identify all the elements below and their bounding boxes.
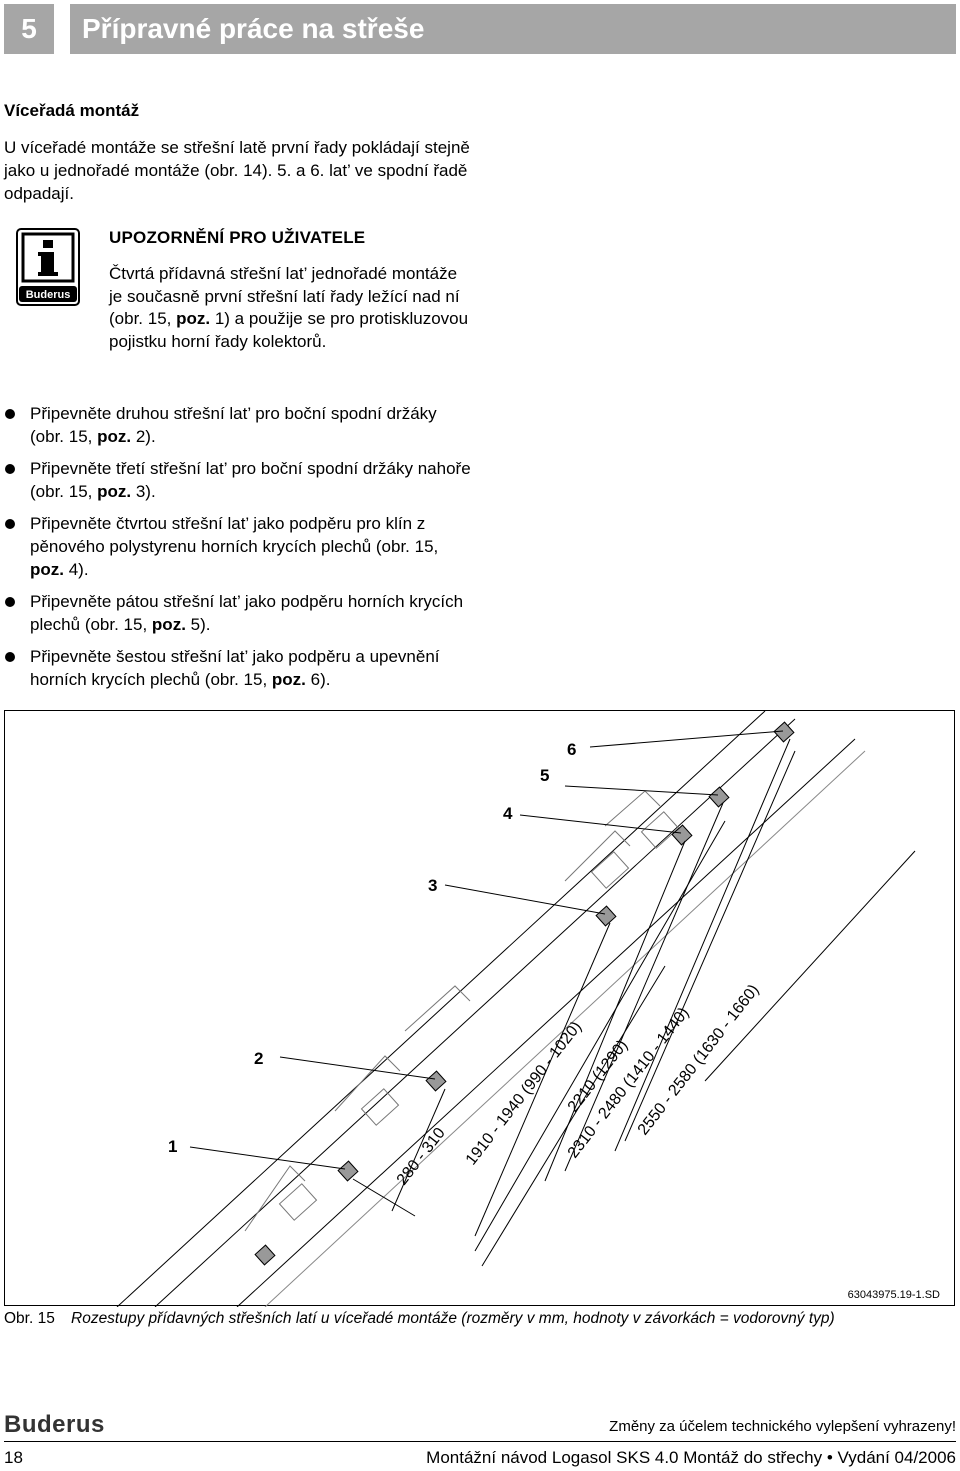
bullet-icon [5,597,15,607]
position-label-4: 4 [503,804,513,823]
notice-text: Čtvrtá přídavná střešní lat’ jednořadé m… [109,264,469,351]
drawing-id: 63043975.19-1.SD [847,1289,940,1301]
batten-1 [337,1160,359,1182]
page-number: 18 [4,1448,23,1467]
bullet-icon [5,652,15,662]
dimension-label: 280 - 310 [394,1125,449,1189]
list-item: Připevněte druhou střešní lat’ pro boční… [4,402,474,448]
figure-frame: 6 5 4 3 2 1 280 - 310 1910 - 1940 (990 -… [4,710,955,1308]
section-heading: Víceřadá montáž [4,101,140,120]
footer-divider [4,1441,956,1442]
info-icon: Buderus [16,228,80,306]
list-item: Připevněte pátou střešní lat’ jako podpě… [4,590,474,636]
batten-2 [425,1070,447,1092]
list-item: Připevněte čtvrtou střešní lat’ jako pod… [4,512,474,581]
batten-4 [671,824,693,846]
position-label-3: 3 [428,876,437,895]
svg-text:Buderus: Buderus [26,289,71,301]
chapter-title: Přípravné práce na střeše [70,4,956,54]
batten-3 [595,905,617,927]
batten-5 [708,786,730,808]
brand-logo: Buderus [4,1411,105,1438]
list-item: Připevněte šestou střešní lat’ jako podp… [4,645,474,691]
list-item: Připevněte třetí střešní lat’ pro boční … [4,457,474,503]
batten-6 [773,721,795,743]
notice-title: UPOZORNĚNÍ PRO UŽIVATELE [109,228,366,247]
instruction-list: Připevněte druhou střešní lat’ pro boční… [4,402,474,700]
bullet-icon [5,409,15,419]
footer-note: Změny za účelem technického vylepšení vy… [609,1418,956,1435]
bullet-icon [5,464,15,474]
position-label-1: 1 [168,1137,177,1156]
bullet-icon [5,519,15,529]
document-title: Montážní návod Logasol SKS 4.0 Montáž do… [426,1448,956,1467]
position-label-5: 5 [540,766,549,785]
chapter-number: 5 [4,4,54,54]
position-label-6: 6 [567,740,576,759]
position-label-2: 2 [254,1049,263,1068]
intro-paragraph: U víceřadé montáže se střešní latě první… [4,138,470,203]
roof-batten-drawing: 6 5 4 3 2 1 280 - 310 1910 - 1940 (990 -… [116,710,916,1308]
